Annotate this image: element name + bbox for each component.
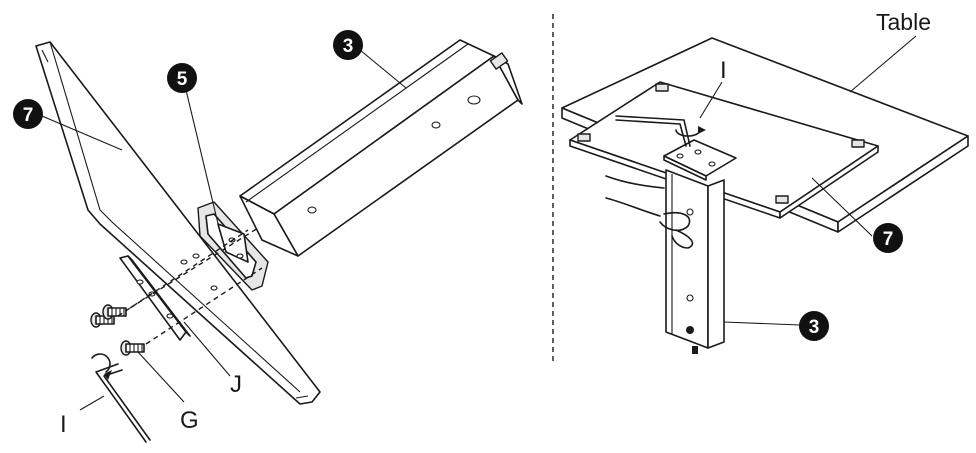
allen-wrench-right <box>615 81 723 147</box>
callout-panel-right: 7 <box>873 223 903 253</box>
svg-text:7: 7 <box>23 105 34 126</box>
plate-j <box>119 255 191 341</box>
left-leader-lines <box>41 49 407 411</box>
alignment-lines <box>117 227 263 345</box>
svg-text:3: 3 <box>343 36 354 57</box>
column-tube <box>239 39 523 257</box>
callout-bracket: 5 <box>167 63 197 93</box>
label-plate: J <box>230 371 242 398</box>
label-wrench-left: I <box>60 411 67 438</box>
callout-column-left: 3 <box>333 30 363 60</box>
hand <box>605 175 694 249</box>
left-assembly: 7 5 3 I G J <box>13 30 523 443</box>
column-right <box>665 169 725 354</box>
svg-text:5: 5 <box>177 69 188 90</box>
callout-panel-left: 7 <box>13 99 43 129</box>
mount-plate <box>663 139 737 181</box>
right-leader-lines <box>723 35 917 326</box>
label-table: Table <box>876 9 931 35</box>
base-panel <box>35 41 321 405</box>
svg-text:7: 7 <box>883 229 894 250</box>
right-assembly: 7 3 I Table <box>561 9 969 354</box>
callout-column-right: 3 <box>799 311 829 341</box>
allen-wrench <box>91 353 151 443</box>
svg-text:3: 3 <box>809 317 820 338</box>
screws-g <box>90 304 145 356</box>
label-wrench-right: I <box>720 57 727 84</box>
label-screws: G <box>180 407 199 434</box>
